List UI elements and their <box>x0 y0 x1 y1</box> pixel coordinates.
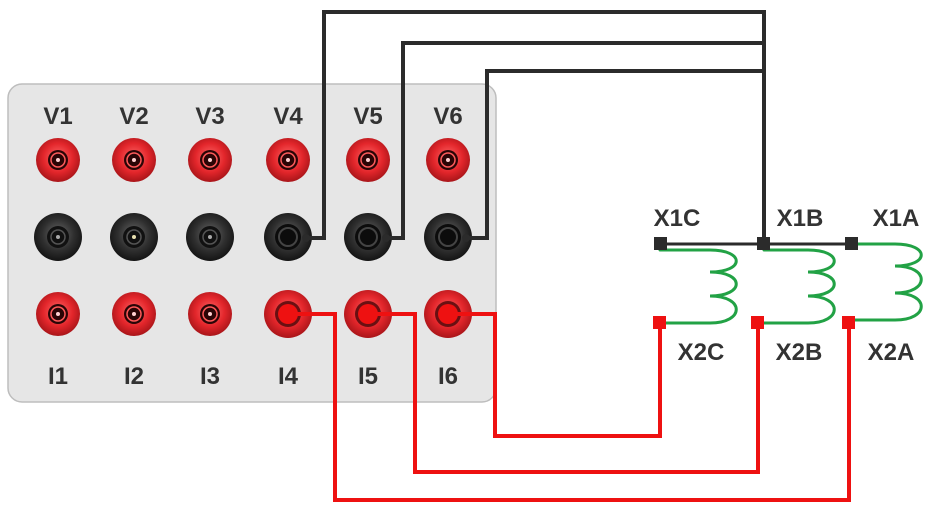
terminal-x1b[interactable] <box>757 237 770 250</box>
wire-i5-to-x2b[interactable] <box>368 312 760 474</box>
label-v2: V2 <box>119 103 148 130</box>
wire-end-n4 <box>302 234 310 242</box>
label-i3: I3 <box>200 363 220 390</box>
wire-i4-to-x2a[interactable] <box>288 312 851 502</box>
label-x2a: X2A <box>868 339 915 366</box>
terminal-n5[interactable] <box>344 213 392 261</box>
label-i4: I4 <box>278 363 299 390</box>
label-v3: V3 <box>195 103 224 130</box>
wire-end-n6 <box>462 234 470 242</box>
terminal-n3[interactable] <box>186 213 234 261</box>
current-labels: I1 I2 I3 I4 I5 I6 <box>48 363 458 390</box>
voltage-terminals <box>36 138 470 182</box>
label-x2c: X2C <box>678 339 725 366</box>
wire-n6-to-x1b[interactable] <box>466 69 764 240</box>
terminal-v6[interactable] <box>426 138 470 182</box>
terminal-x2a[interactable] <box>842 316 855 329</box>
terminal-x1a[interactable] <box>845 237 858 250</box>
wire-end-n5 <box>382 234 390 242</box>
label-x1a: X1A <box>873 205 920 232</box>
wire-n5-to-x1b[interactable] <box>386 41 764 240</box>
label-i2: I2 <box>124 363 144 390</box>
terminal-n1[interactable] <box>34 213 82 261</box>
label-v4: V4 <box>273 103 303 130</box>
wire-i6-to-x2c[interactable] <box>448 312 662 438</box>
winding-a <box>847 242 923 322</box>
common-terminals <box>34 213 472 261</box>
terminal-v1[interactable] <box>36 138 80 182</box>
terminal-x2b[interactable] <box>751 316 764 329</box>
label-i6: I6 <box>438 363 458 390</box>
wire-end-dots <box>302 234 470 242</box>
label-x1c: X1C <box>654 205 701 232</box>
voltage-labels: V1 V2 V3 V4 V5 V6 <box>43 103 462 130</box>
label-x1b: X1B <box>777 205 824 232</box>
label-v6: V6 <box>433 103 462 130</box>
transformer-windings <box>658 242 923 325</box>
wire-n4-to-x1b[interactable] <box>306 10 766 244</box>
terminal-i1[interactable] <box>36 292 80 336</box>
terminal-v2[interactable] <box>112 138 156 182</box>
terminal-x2c[interactable] <box>653 316 666 329</box>
transformer-terminals <box>653 237 858 329</box>
current-wires <box>288 312 851 502</box>
label-v1: V1 <box>43 103 72 130</box>
label-v5: V5 <box>353 103 382 130</box>
terminal-n2[interactable] <box>110 213 158 261</box>
transformer-labels: X1C X1B X1A X2C X2B X2A <box>654 205 920 366</box>
terminal-v4[interactable] <box>266 138 310 182</box>
current-terminals <box>36 290 472 338</box>
label-i1: I1 <box>48 363 68 390</box>
terminal-v5[interactable] <box>346 138 390 182</box>
common-wires <box>306 10 766 244</box>
terminal-n4[interactable] <box>264 213 312 261</box>
label-i5: I5 <box>358 363 378 390</box>
label-x2b: X2B <box>776 339 823 366</box>
terminal-x1c[interactable] <box>654 237 667 250</box>
winding-c <box>658 248 738 325</box>
terminal-v3[interactable] <box>188 138 232 182</box>
terminal-n6[interactable] <box>424 213 472 261</box>
terminal-i2[interactable] <box>112 292 156 336</box>
terminal-i3[interactable] <box>188 292 232 336</box>
winding-b <box>756 248 836 325</box>
